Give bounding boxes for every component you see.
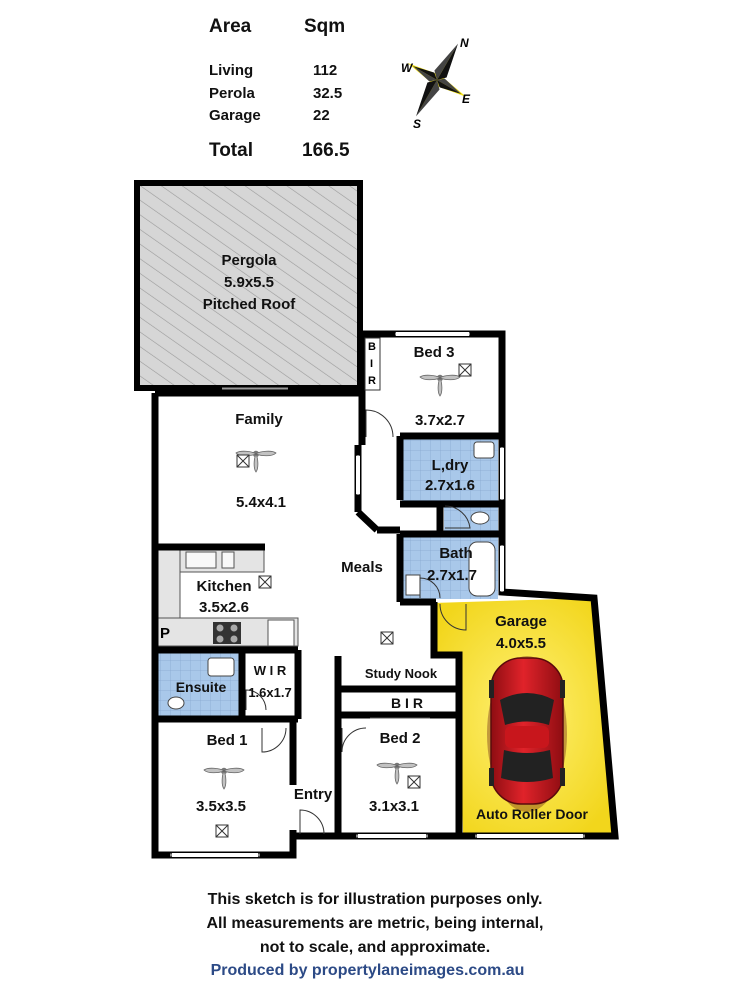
light-icon [215, 824, 229, 838]
area-label: Perola [209, 85, 255, 102]
sink-icon [185, 551, 217, 569]
door-swing [245, 689, 267, 711]
bed2-name: Bed 2 [380, 730, 421, 747]
light-icon [258, 575, 272, 589]
entry-name: Entry [294, 786, 333, 803]
disclaimer-line: not to scale, and approximate. [259, 939, 491, 956]
garage-door-label: Auto Roller Door [476, 806, 589, 822]
light-icon [380, 631, 394, 645]
area-value: 112 [313, 62, 338, 79]
light-icon [458, 363, 472, 377]
family-name: Family [235, 411, 283, 428]
kitchen-dims: 3.5x2.6 [199, 599, 249, 616]
area-value: 22 [313, 107, 330, 124]
doors [245, 409, 471, 835]
toilet-icon [167, 696, 185, 710]
pergola-post [204, 385, 218, 393]
door-swing [365, 409, 394, 438]
laundry-name: L,dry [432, 457, 469, 474]
kitchen-benches: P [157, 547, 299, 649]
ensuite-name: Ensuite [176, 679, 227, 695]
entry-door-swing [299, 809, 325, 835]
garage-name: Garage [495, 613, 547, 630]
pergola-dims: 5.9x5.5 [224, 274, 274, 291]
disclaimer-line: This sketch is for illustration purposes… [207, 891, 543, 908]
window-gaps [172, 332, 583, 857]
study-nook-name: Study Nook [365, 666, 438, 681]
fan-icon [203, 767, 245, 790]
pergola-post [291, 385, 305, 393]
fan-icon [419, 374, 461, 397]
car-icon [487, 656, 567, 812]
bed1-name: Bed 1 [207, 732, 248, 749]
bed1-dims: 3.5x3.5 [196, 798, 246, 815]
fixtures [167, 441, 496, 710]
rangehood-icon [267, 619, 295, 647]
walls [151, 330, 619, 859]
meals-name: Meals [341, 559, 383, 576]
bath-dims: 2.7x1.7 [427, 567, 477, 584]
bir-letter: R [368, 375, 376, 387]
bathtub-icon [468, 541, 496, 597]
header-area: Area [209, 16, 252, 37]
room-labels: Pergola 5.9x5.5 Pitched Roof Bed 3 3.7x2… [176, 252, 589, 822]
wir-name: W I R [254, 663, 287, 678]
pergola-post [338, 385, 352, 393]
pergola-post [170, 385, 184, 393]
light-icon [236, 454, 250, 468]
area-value: 32.5 [313, 85, 343, 102]
disclaimer: This sketch is for illustration purposes… [0, 888, 750, 960]
total-label: Total [209, 140, 253, 161]
light-icon [407, 775, 421, 789]
bir-letter: B [368, 341, 376, 353]
toilet-icon [470, 511, 490, 525]
sink-icon [221, 551, 235, 569]
bed3-dims: 3.7x2.7 [415, 412, 465, 429]
pergola-name: Pergola [221, 252, 277, 269]
laundry-dims: 2.7x1.6 [425, 477, 475, 494]
door-swing [444, 505, 471, 529]
door-swing [419, 577, 441, 599]
compass-s: S [413, 117, 421, 131]
family-dims: 5.4x4.1 [236, 494, 286, 511]
compass-rose: N S E W [401, 36, 471, 131]
bir-name: B I R [391, 695, 423, 711]
bed2-dims: 3.1x3.1 [369, 798, 419, 815]
credit-link[interactable]: Produced by propertylaneimages.com.au [210, 962, 525, 979]
bath-name: Bath [439, 545, 472, 562]
disclaimer-line: All measurements are metric, being inter… [206, 915, 544, 932]
wir-dims: 1.6x1.7 [248, 685, 291, 700]
header-sqm: Sqm [304, 16, 346, 37]
pantry-label: P [160, 625, 170, 642]
compass-n: N [460, 36, 469, 50]
kitchen-name: Kitchen [196, 578, 251, 595]
total-value: 166.5 [302, 140, 350, 161]
area-label: Living [209, 62, 254, 79]
compass-w: W [401, 61, 414, 75]
garage-dims: 4.0x5.5 [496, 635, 546, 652]
bed3-bir [364, 337, 381, 391]
basin-icon [207, 657, 235, 677]
pergola-roof [137, 183, 360, 388]
floor-plan: N S E W P [134, 36, 619, 859]
pergola-note: Pitched Roof [203, 296, 297, 313]
trough-icon [473, 441, 495, 459]
compass-star-icon [407, 43, 467, 117]
compass-e: E [462, 92, 471, 106]
area-label: Garage [209, 107, 261, 124]
bed3-name: Bed 3 [414, 344, 455, 361]
pergola [134, 180, 363, 393]
bir-letter: I [370, 358, 373, 370]
vanity-icon [405, 574, 421, 596]
door-swing [439, 603, 467, 631]
door-swing [261, 727, 287, 753]
door-swing [341, 727, 367, 753]
